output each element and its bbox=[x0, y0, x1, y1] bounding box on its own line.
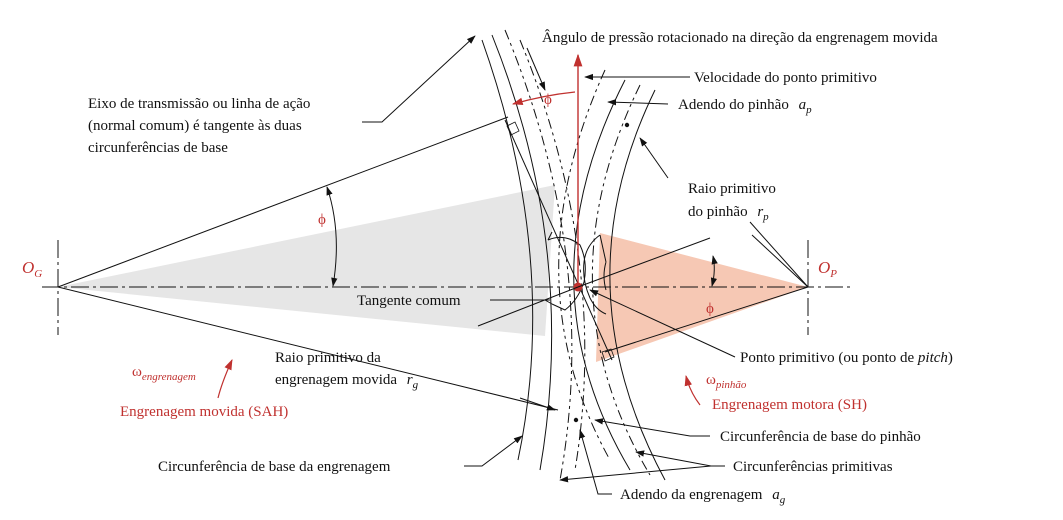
gear-center-label: OG bbox=[22, 258, 42, 280]
gear-phi-arc bbox=[326, 186, 338, 287]
line-of-action-label-3: circunferências de base bbox=[88, 140, 228, 156]
gear-pitch-circle bbox=[504, 29, 573, 481]
gear-base-circle-label: Circunferência de base da engrenagem bbox=[158, 459, 391, 475]
pinion-tooth-profile-2 bbox=[599, 234, 607, 291]
driving-gear-label: Engrenagem motora (SH) bbox=[712, 397, 867, 413]
pressure-angle-leader bbox=[526, 47, 546, 91]
gear-shaded-sector bbox=[58, 185, 555, 336]
line-of-action bbox=[504, 119, 613, 361]
pressure-angle-label: Ângulo de pressão rotacionado na direção… bbox=[542, 29, 938, 46]
gear-addendum-label: Adendo da engrenagem ag bbox=[620, 487, 786, 506]
gear-addendum-leader bbox=[579, 429, 612, 495]
pinion-addendum-circle bbox=[573, 79, 631, 471]
gear-omega-label: ωengrenagem bbox=[132, 364, 196, 383]
pinion-addendum-leader-2 bbox=[639, 137, 669, 179]
gear-radius-leader bbox=[519, 397, 556, 411]
pinion-tooth-profile bbox=[583, 234, 607, 315]
gear-sector-lower-edge bbox=[57, 286, 559, 411]
gear-phi-label: ϕ bbox=[318, 212, 326, 228]
line-of-action-leader bbox=[362, 35, 476, 123]
pitch-point-label: Ponto primitivo (ou ponto de pitch) bbox=[740, 350, 953, 366]
line-of-action-label-1: Eixo de transmissão ou linha de ação bbox=[88, 96, 310, 112]
pinion-shaded-sector bbox=[596, 233, 808, 362]
velocity-label: Velocidade do ponto primitivo bbox=[694, 70, 877, 86]
pinion-sector-upper-edge bbox=[751, 234, 809, 288]
pinion-radius-leader bbox=[749, 221, 809, 288]
pinion-radius-label-1: Raio primitivo bbox=[688, 181, 776, 197]
pitch-circles-leader-1 bbox=[635, 450, 725, 467]
gear-radius-label-2: engrenagem movida rg bbox=[275, 372, 419, 391]
pinion-addendum-label: Adendo do pinhão ap bbox=[678, 97, 812, 116]
gear-tooth-profile-2 bbox=[544, 231, 553, 305]
gear-rotation-arrow bbox=[217, 359, 233, 399]
pinion-omega-label: ωpinhão bbox=[706, 372, 747, 391]
gear-radius-label-1: Raio primitivo da bbox=[275, 350, 381, 366]
tangent-extension bbox=[577, 237, 711, 288]
pitch-point-leader bbox=[589, 289, 736, 358]
pitch-circles-leader-2 bbox=[559, 465, 712, 483]
pinion-base-circle-label: Circunferência de base do pinhão bbox=[720, 429, 921, 445]
common-tangent-line bbox=[477, 286, 579, 327]
base-right-angle-mark bbox=[601, 348, 615, 362]
phi-top-label: ϕ bbox=[544, 92, 552, 108]
common-tangent-label: Tangente comum bbox=[357, 293, 461, 309]
pinion-phi-arc bbox=[710, 255, 718, 287]
pinion-root-circle bbox=[558, 69, 611, 461]
driven-gear-label: Engrenagem movida (SAH) bbox=[120, 404, 288, 420]
pressure-angle-arc bbox=[511, 91, 576, 106]
pinion-rotation-arrow bbox=[684, 374, 701, 406]
pinion-center-label: OP bbox=[818, 258, 837, 280]
line-of-action-label-2: (normal comum) é tangente às duas bbox=[88, 118, 302, 134]
pinion-radius-label-2: do pinhão rp bbox=[688, 204, 769, 223]
pinion-base-leader bbox=[594, 418, 710, 437]
pinion-phi-label: ϕ bbox=[706, 301, 714, 317]
pinion-addendum-leader bbox=[607, 99, 669, 106]
pinion-addendum-dot bbox=[624, 122, 630, 128]
gear-addendum-dot bbox=[573, 417, 579, 423]
pinion-line-to-base bbox=[604, 286, 809, 353]
gear-base-circle bbox=[481, 39, 534, 461]
gear-tooth-profile bbox=[547, 236, 586, 311]
gear-root-circle bbox=[519, 39, 586, 471]
pitch-circles-label: Circunferências primitivas bbox=[733, 459, 893, 475]
gear-sector-upper-edge bbox=[57, 116, 509, 288]
gear-base-leader bbox=[464, 435, 523, 467]
